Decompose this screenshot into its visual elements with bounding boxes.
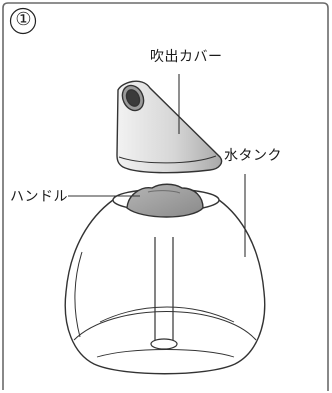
label-nozzle-cover: 吹出カバー [150,49,223,65]
handle [126,183,204,218]
humidifier-illustration [2,2,329,391]
step-circle [9,7,37,35]
tank-body [64,199,266,375]
step-number: ① [15,9,32,30]
water-level [73,311,257,341]
nozzle-cover [116,80,223,174]
diagram-frame [2,2,329,392]
frame-border [2,2,329,390]
label-handle: ハンドル [10,189,68,205]
label-water-tank: 水タンク [224,148,282,164]
